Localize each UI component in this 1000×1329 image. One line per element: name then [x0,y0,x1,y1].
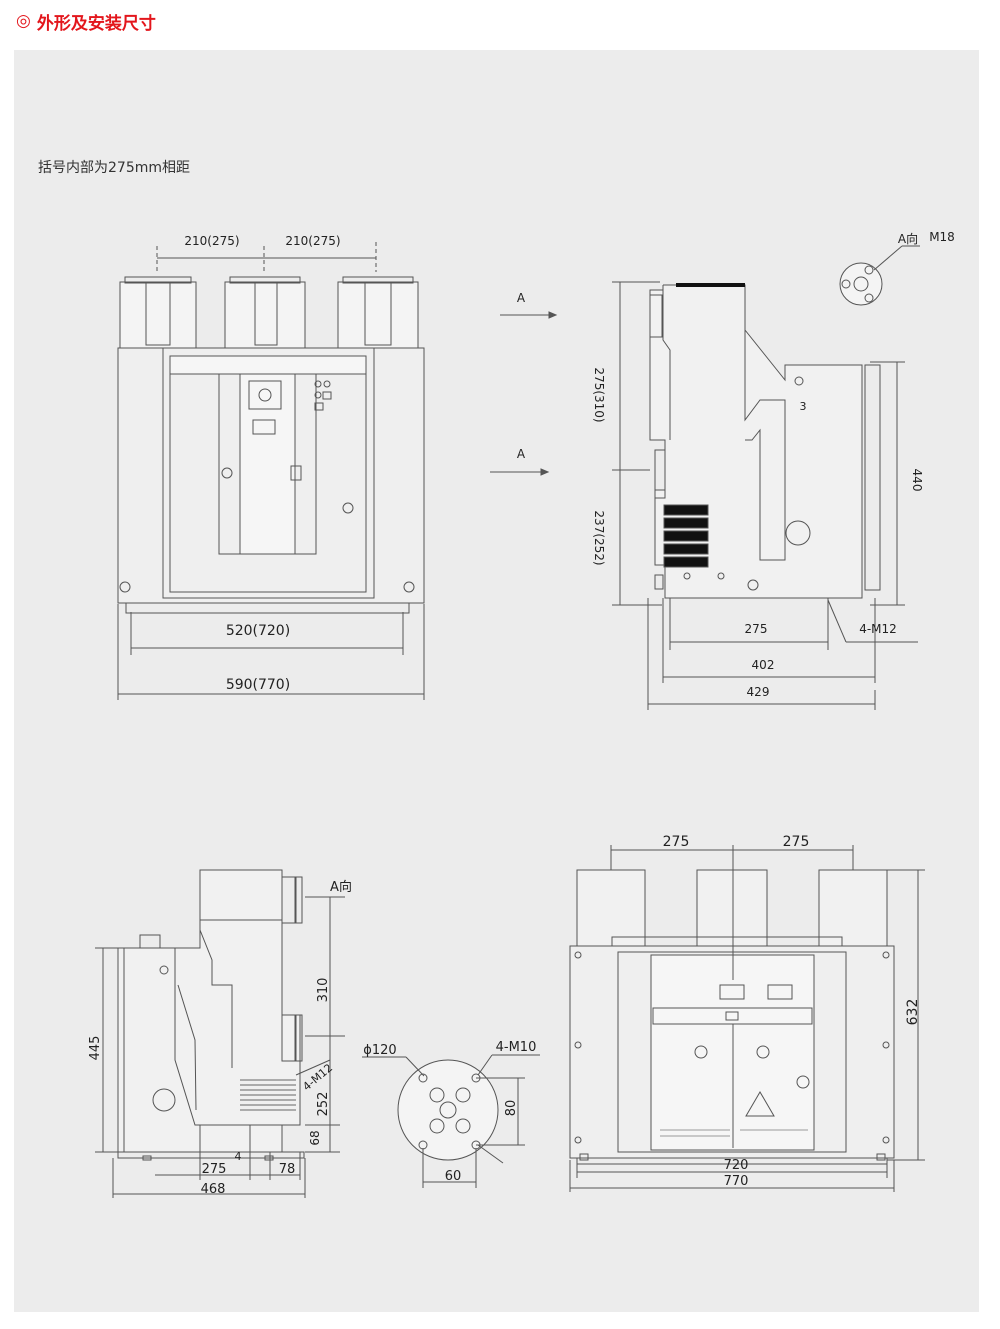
arrow-a-upper-label: A [517,291,526,305]
dim-60: 60 [445,1169,462,1184]
dim-445: 445 [88,1036,103,1061]
dim-310: 310 [316,978,331,1003]
dim-pitch-1: 210(275) [184,234,239,248]
label-3: 3 [800,400,807,413]
label-4m10: 4-M10 [496,1040,537,1055]
dim-402: 402 [752,658,775,672]
spacing-note: 括号内部为275mm相距 [38,160,190,176]
detail-a-view: A向 [898,231,918,246]
arrow-a-lower-label: A [517,447,526,461]
dim-height-440: 440 [910,469,924,492]
dim-80: 80 [504,1100,519,1117]
dim-inner-width: 520(720) [226,623,290,639]
label-a-view: A向 [330,879,352,895]
dim-468: 468 [201,1182,226,1197]
dim-78: 78 [279,1162,296,1177]
dim-429: 429 [747,685,770,699]
bottom-front-view [569,845,925,1192]
dim-632: 632 [905,999,921,1026]
section-header: ◎ 外形及安装尺寸 [16,6,156,36]
dim-275-front-right: 275 [783,834,810,850]
detail-m18: M18 [929,230,955,244]
dim-upper-height: 275(310) [592,367,606,422]
dim-4: 4 [235,1150,242,1163]
dim-275: 275 [745,622,768,636]
dim-720: 720 [724,1158,749,1173]
dim-275-front-left: 275 [663,834,690,850]
dim-pitch-2: 210(275) [285,234,340,248]
top-front-view [117,242,425,700]
top-side-view [490,245,920,710]
section-title: 外形及安装尺寸 [36,13,156,34]
label-phi120: ϕ120 [363,1043,396,1058]
dim-770: 770 [724,1174,749,1189]
bottom-side-view [95,869,345,1198]
dim-252: 252 [316,1092,331,1117]
bottom-circle-view [362,1054,540,1188]
dim-lower-height: 237(252) [592,510,606,565]
label-4m12: 4-M12 [859,622,897,636]
circle-bullet-icon: ◎ [16,11,31,31]
dim-outer-width: 590(770) [226,677,290,693]
dim-68: 68 [308,1130,322,1145]
dim-275-side: 275 [202,1162,227,1177]
